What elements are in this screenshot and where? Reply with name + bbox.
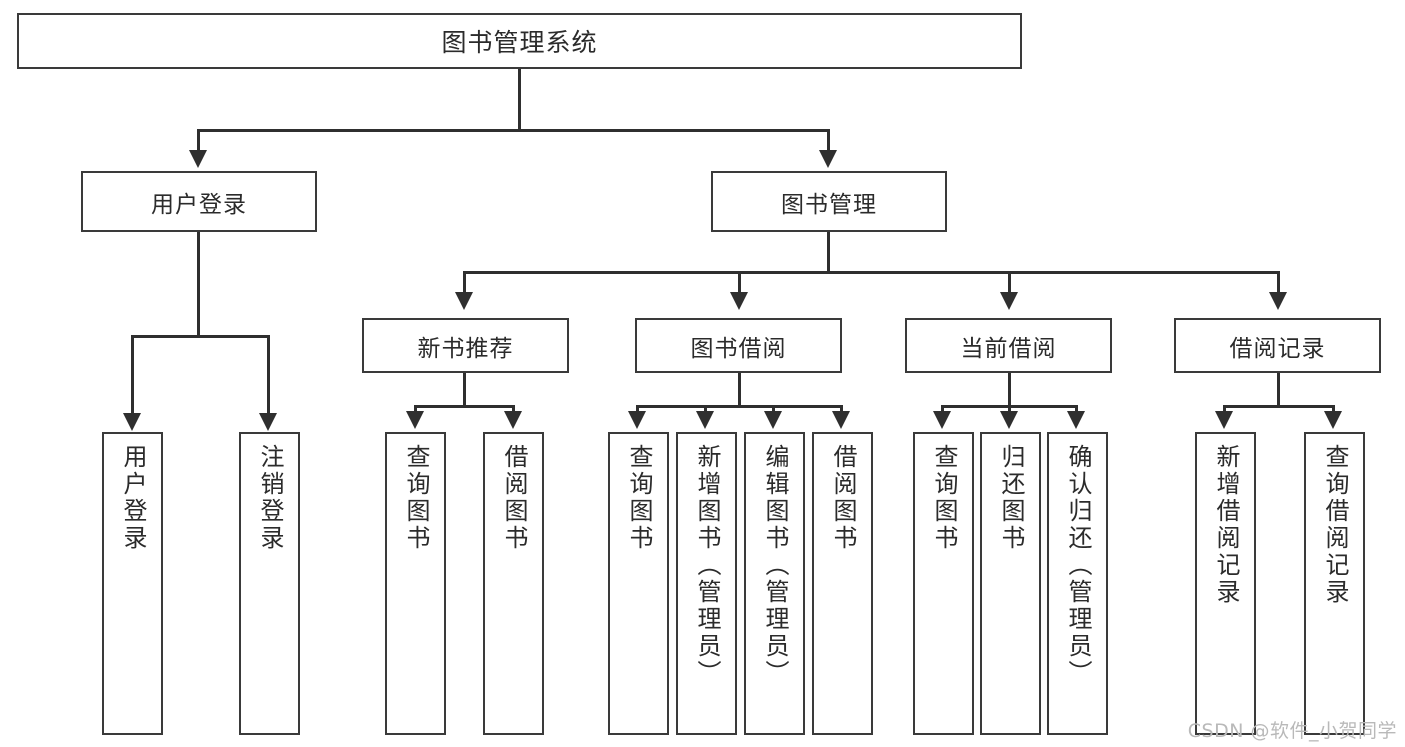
node-label: 注销登录 xyxy=(255,444,284,552)
arrow-borrow-record-leaf-2 xyxy=(1324,411,1342,429)
arrow-book-borrow-leaf-1 xyxy=(628,411,646,429)
edge-new-book-branch-1 xyxy=(414,405,417,415)
arrow-borrow-record-leaf-1 xyxy=(1215,411,1233,429)
edge-book-borrow-stem xyxy=(738,373,741,408)
leaf-book-borrow-borrow-book[interactable]: 借阅图书 xyxy=(812,432,873,735)
arrow-book-borrow-leaf-3 xyxy=(764,411,782,429)
leaf-current-borrow-query-book[interactable]: 查询图书 xyxy=(913,432,974,735)
edge-bm-branch-2 xyxy=(738,271,741,296)
node-label: 用户登录 xyxy=(151,191,247,218)
node-label: 图书借阅 xyxy=(690,335,787,362)
arrow-book-borrow-leaf-2 xyxy=(696,411,714,429)
node-label: 图书管理 xyxy=(781,191,877,218)
edge-root-bus xyxy=(197,129,830,132)
node-label: 查询图书 xyxy=(929,444,958,552)
arrow-bm-to-book-borrow xyxy=(730,292,748,310)
edge-new-book-bus xyxy=(414,405,515,408)
edge-root-stem xyxy=(518,69,521,132)
node-label: 用户登录 xyxy=(118,444,147,552)
edge-borrow-record-stem xyxy=(1277,373,1280,408)
arrow-root-to-book-manage xyxy=(819,150,837,168)
leaf-borrow-record-query-record[interactable]: 查询借阅记录 xyxy=(1304,432,1365,735)
arrow-bm-to-borrow-record xyxy=(1269,292,1287,310)
node-label: 借阅图书 xyxy=(828,444,857,552)
leaf-book-borrow-query-book[interactable]: 查询图书 xyxy=(608,432,669,735)
edge-user-login-bus xyxy=(131,335,270,338)
node-borrow-record[interactable]: 借阅记录 xyxy=(1174,318,1381,373)
node-label: 借阅记录 xyxy=(1229,335,1326,362)
edge-book-borrow-branch-4 xyxy=(840,405,843,415)
edge-book-borrow-bus xyxy=(636,405,843,408)
arrow-bm-to-current-borrow xyxy=(1000,292,1018,310)
node-label: 归还图书 xyxy=(996,444,1025,552)
arrow-root-to-user-login xyxy=(189,150,207,168)
edge-bm-branch-1 xyxy=(463,271,466,296)
edge-bm-branch-3 xyxy=(1008,271,1011,296)
node-root-system[interactable]: 图书管理系统 xyxy=(17,13,1022,69)
leaf-book-borrow-add-book[interactable]: 新增图书（管理员） xyxy=(676,432,737,735)
node-label: 查询借阅记录 xyxy=(1320,444,1349,606)
leaf-new-book-query-book[interactable]: 查询图书 xyxy=(385,432,446,735)
node-current-borrow[interactable]: 当前借阅 xyxy=(905,318,1112,373)
node-label: 新增图书（管理员） xyxy=(692,444,721,687)
node-label: 新增借阅记录 xyxy=(1211,444,1240,606)
node-book-borrow[interactable]: 图书借阅 xyxy=(635,318,842,373)
node-label: 新书推荐 xyxy=(417,335,514,362)
edge-current-borrow-branch-3 xyxy=(1075,405,1078,415)
arrow-current-borrow-leaf-3 xyxy=(1067,411,1085,429)
edge-root-to-book-manage xyxy=(827,129,830,154)
node-user-login[interactable]: 用户登录 xyxy=(81,171,317,232)
arrow-book-borrow-leaf-4 xyxy=(832,411,850,429)
leaf-user-login-logout[interactable]: 注销登录 xyxy=(239,432,300,735)
edge-current-borrow-branch-2 xyxy=(1008,405,1011,415)
arrow-bm-to-new-book xyxy=(455,292,473,310)
node-label: 借阅图书 xyxy=(499,444,528,552)
node-label: 图书管理系统 xyxy=(441,28,598,57)
leaf-user-login-login[interactable]: 用户登录 xyxy=(102,432,163,735)
node-book-management[interactable]: 图书管理 xyxy=(711,171,947,232)
arrow-current-borrow-leaf-2 xyxy=(1000,411,1018,429)
edge-borrow-record-bus xyxy=(1223,405,1335,408)
arrow-new-book-leaf-2 xyxy=(504,411,522,429)
edge-book-borrow-branch-1 xyxy=(636,405,639,415)
leaf-current-borrow-return-book[interactable]: 归还图书 xyxy=(980,432,1041,735)
edge-new-book-branch-2 xyxy=(512,405,515,415)
edge-borrow-record-branch-2 xyxy=(1332,405,1335,415)
edge-root-to-user-login xyxy=(197,129,200,154)
edge-user-login-stem xyxy=(197,232,200,338)
arrow-user-login-leaf-1 xyxy=(123,413,141,431)
leaf-borrow-record-add-record[interactable]: 新增借阅记录 xyxy=(1195,432,1256,735)
edge-bm-branch-4 xyxy=(1277,271,1280,296)
edge-user-login-branch-2 xyxy=(267,335,270,417)
arrow-current-borrow-leaf-1 xyxy=(933,411,951,429)
edge-user-login-branch-1 xyxy=(131,335,134,417)
leaf-book-borrow-edit-book[interactable]: 编辑图书（管理员） xyxy=(744,432,805,735)
edge-new-book-stem xyxy=(463,373,466,408)
node-label: 查询图书 xyxy=(624,444,653,552)
edge-book-management-bus xyxy=(463,271,1280,274)
node-label: 当前借阅 xyxy=(960,335,1057,362)
edge-book-borrow-branch-2 xyxy=(704,405,707,415)
edge-current-borrow-stem xyxy=(1008,373,1011,408)
node-label: 编辑图书（管理员） xyxy=(760,444,789,687)
edge-borrow-record-branch-1 xyxy=(1223,405,1226,415)
edge-book-management-stem xyxy=(827,232,830,274)
arrow-new-book-leaf-1 xyxy=(406,411,424,429)
csdn-watermark: CSDN @软件_小贺同学 xyxy=(1187,720,1397,742)
arrow-user-login-leaf-2 xyxy=(259,413,277,431)
node-label: 确认归还（管理员） xyxy=(1063,444,1092,687)
leaf-current-borrow-confirm-return[interactable]: 确认归还（管理员） xyxy=(1047,432,1108,735)
edge-current-borrow-branch-1 xyxy=(941,405,944,415)
edge-book-borrow-branch-3 xyxy=(772,405,775,415)
leaf-new-book-borrow-book[interactable]: 借阅图书 xyxy=(483,432,544,735)
node-label: 查询图书 xyxy=(401,444,430,552)
node-new-book-recommend[interactable]: 新书推荐 xyxy=(362,318,569,373)
